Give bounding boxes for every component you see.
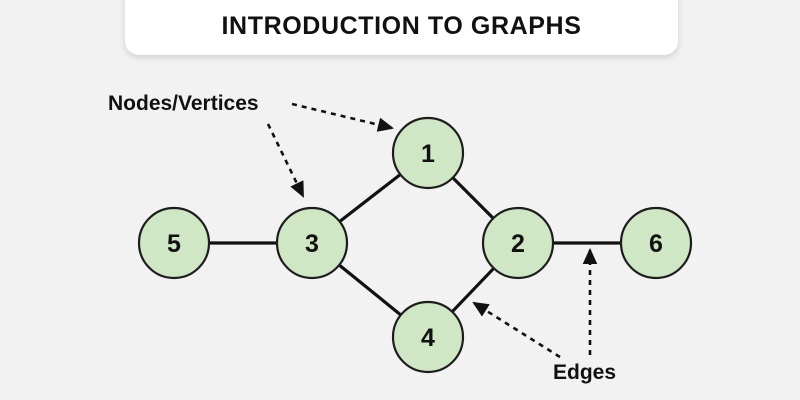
nodes-layer: 1 2 3 4 5 6	[137, 116, 693, 374]
graph-edge-1-2	[450, 175, 496, 221]
graph-node-circle-6[interactable]	[619, 206, 693, 280]
edges-layer	[208, 172, 622, 317]
graph-node-circle-5[interactable]	[137, 206, 211, 280]
annotation-pointer-nodes-to-node-3	[266, 123, 305, 198]
annotation-pointer-nodes-to-node-1	[291, 102, 395, 132]
graph-node-label-6: 6	[649, 230, 663, 258]
title-card: INTRODUCTION TO GRAPHS	[125, 0, 678, 55]
page-title: INTRODUCTION TO GRAPHS	[221, 12, 582, 40]
graph-node-4[interactable]: 4	[391, 300, 465, 374]
annotation-pointer-edges-to-edge-4-2	[472, 301, 561, 359]
graph-edge-4-2	[450, 266, 496, 314]
graph-edge-3-1	[337, 172, 403, 224]
graph-node-1[interactable]: 1	[391, 116, 465, 190]
graph-node-label-3: 3	[305, 230, 319, 258]
graph-node-label-1: 1	[421, 140, 435, 168]
graph-edge-3-4	[337, 263, 403, 317]
annotation-pointers-layer	[266, 102, 598, 359]
graph-node-5[interactable]: 5	[137, 206, 211, 280]
graph-node-label-4: 4	[421, 324, 435, 352]
graph-node-circle-1[interactable]	[391, 116, 465, 190]
edges-annotation-label: Edges	[553, 361, 617, 384]
nodes-vertices-annotation-label: Nodes/Vertices	[108, 92, 259, 115]
graph-node-3[interactable]: 3	[275, 206, 349, 280]
graph-node-circle-2[interactable]	[481, 206, 555, 280]
graph-node-6[interactable]: 6	[619, 206, 693, 280]
graph-node-circle-3[interactable]	[275, 206, 349, 280]
graph-node-label-5: 5	[167, 230, 181, 258]
graph-node-2[interactable]: 2	[481, 206, 555, 280]
graph-node-circle-4[interactable]	[391, 300, 465, 374]
graph-node-label-2: 2	[511, 230, 525, 258]
